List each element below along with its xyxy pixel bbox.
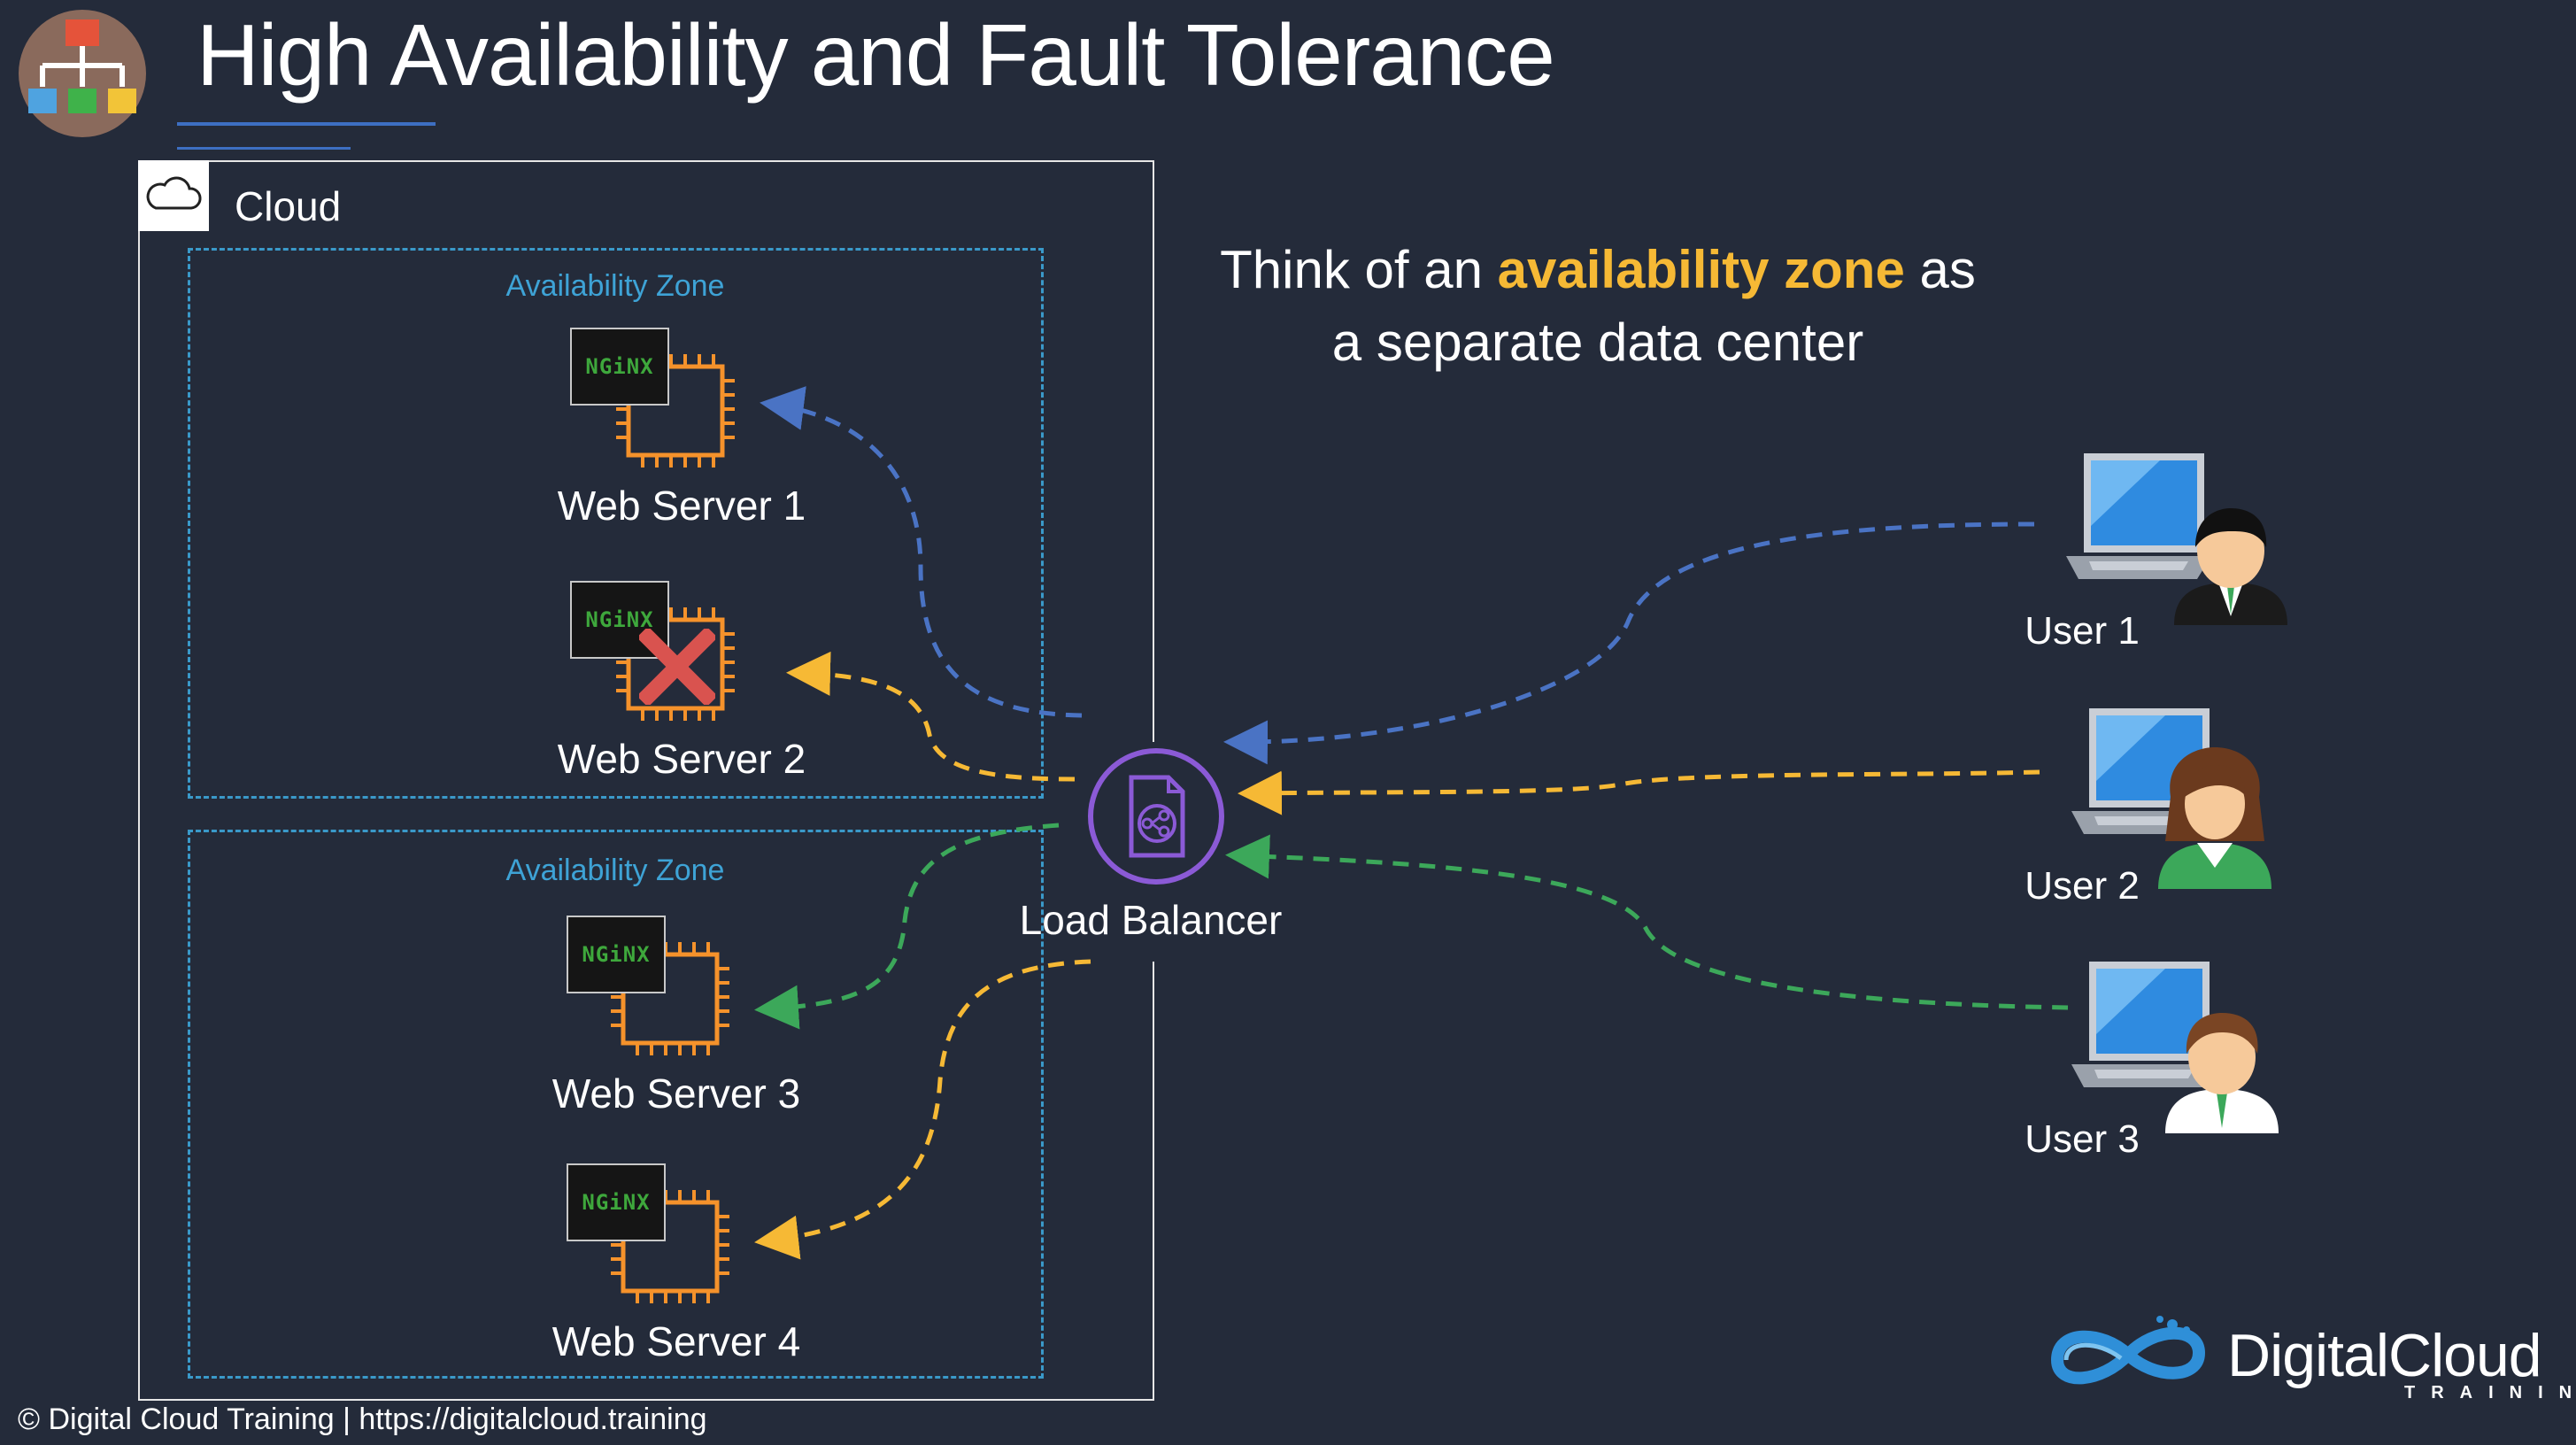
- lb-to-server1-arrow: [760, 386, 1083, 718]
- failure-cross-icon: [639, 629, 715, 705]
- brand-name: DigitalCloud: [2227, 1322, 2542, 1389]
- user-avatar-icon: [2158, 747, 2271, 889]
- user1-to-lb-arrow: [1223, 522, 2035, 765]
- copyright-footer: © Digital Cloud Training | https://digit…: [18, 1402, 707, 1436]
- caption-highlight: availability zone: [1497, 240, 1905, 299]
- title-underline: [177, 147, 351, 150]
- user2-to-lb-arrow: [1238, 769, 2040, 815]
- availability-zone-label: Availability Zone: [505, 854, 725, 887]
- user-avatar-icon: [2165, 1013, 2279, 1133]
- laptop-icon: [2066, 453, 2211, 579]
- user3-to-lb-arrow: [1225, 834, 2069, 1010]
- laptop-icon: [2071, 962, 2217, 1087]
- web-server-2-label: Web Server 2: [557, 736, 806, 782]
- nginx-logo: NGiNX: [570, 328, 669, 406]
- cloud-icon: [138, 160, 209, 231]
- caption-line-2: a separate data center: [1331, 313, 1864, 372]
- title-underline: [177, 122, 436, 126]
- user-avatar-icon: [2174, 508, 2287, 625]
- digitalcloud-logo-icon: [2050, 1316, 2206, 1385]
- availability-zone-label: Availability Zone: [505, 269, 725, 303]
- nginx-logo: NGiNX: [567, 916, 666, 993]
- web-server-4-label: Web Server 4: [551, 1318, 801, 1364]
- page-title: High Availability and Fault Tolerance: [197, 6, 1555, 104]
- cloud-label: Cloud: [235, 183, 342, 229]
- user-2-label: User 2: [2025, 864, 2140, 908]
- availability-zone-1: [188, 248, 1044, 799]
- web-server-1-label: Web Server 1: [557, 483, 806, 529]
- load-balancer-label: Load Balancer: [1019, 897, 1283, 943]
- user-1-label: User 1: [2025, 609, 2140, 653]
- availability-zone-2: [188, 830, 1044, 1379]
- user-3-label: User 3: [2025, 1117, 2140, 1161]
- lb-to-server2-arrow: [786, 651, 1076, 782]
- brand-subtitle: TRAINING: [2404, 1383, 2576, 1402]
- nginx-logo: NGiNX: [567, 1163, 666, 1241]
- web-server-3-label: Web Server 3: [551, 1070, 801, 1117]
- lb-to-server3-arrow: [754, 823, 1060, 1030]
- lb-to-server4-arrow: [754, 959, 1091, 1260]
- nginx-logo: NGiNX: [570, 581, 669, 659]
- hierarchy-icon: [19, 10, 146, 137]
- caption-line-1: Think of an availability zone as: [1220, 240, 1976, 299]
- load-balancer-icon[interactable]: [1085, 746, 1227, 887]
